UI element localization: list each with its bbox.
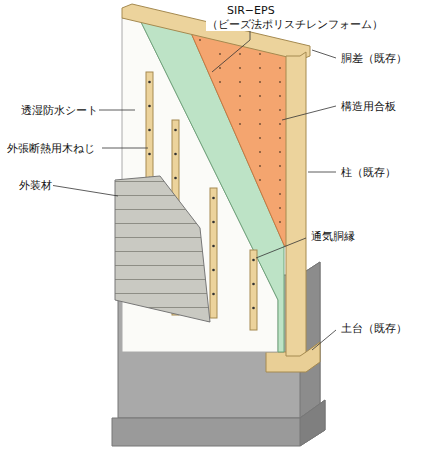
nail — [239, 109, 241, 111]
nail — [219, 81, 221, 83]
nail — [279, 137, 281, 139]
nail — [239, 53, 241, 55]
nail — [259, 53, 261, 55]
nail — [239, 95, 241, 97]
nail — [239, 67, 241, 69]
wood-screw — [212, 245, 215, 248]
wood-screw — [174, 129, 177, 132]
structural-plywood — [188, 26, 292, 250]
nail — [279, 109, 281, 111]
nail — [279, 67, 281, 69]
part-label: 土台（既存） — [340, 322, 408, 335]
nail — [279, 193, 281, 195]
part-label: 構造用合板 — [340, 100, 397, 113]
nail — [259, 123, 261, 125]
nail — [279, 165, 281, 167]
nail — [259, 81, 261, 83]
leader-line — [50, 24, 336, 350]
wood-screw — [148, 129, 151, 132]
part-label: SIR−EPS — [226, 4, 276, 17]
nail — [239, 123, 241, 125]
nail — [279, 151, 281, 153]
part-label: 外装材 — [18, 179, 53, 192]
wood-screw — [212, 197, 215, 200]
part-label: 通気胴縁 — [310, 230, 356, 243]
nail — [259, 95, 261, 97]
wood-screw — [252, 307, 255, 310]
wood-screw — [212, 269, 215, 272]
wood-screw — [252, 283, 255, 286]
nail — [259, 137, 261, 139]
wood-screw — [212, 293, 215, 296]
nail — [279, 95, 281, 97]
nail — [239, 81, 241, 83]
wood-screw — [252, 259, 255, 262]
part-label: 透湿防水シート — [20, 104, 99, 117]
column — [286, 52, 306, 356]
wood-screw — [148, 153, 151, 156]
wood-screw — [174, 153, 177, 156]
nail — [279, 221, 281, 223]
nail — [279, 81, 281, 83]
nail — [219, 67, 221, 69]
nail — [259, 67, 261, 69]
top-beam — [122, 4, 310, 60]
nail — [219, 53, 221, 55]
siding — [115, 176, 210, 322]
part-label: （ビーズ法ポリスチレンフォーム） — [206, 18, 384, 31]
nail — [279, 207, 281, 209]
nail — [279, 179, 281, 181]
wood-screw — [148, 105, 151, 108]
part-label: 外張断熱用木ねじ — [6, 142, 96, 155]
nail — [199, 39, 201, 41]
wood-screw — [174, 177, 177, 180]
nail — [259, 165, 261, 167]
nail — [279, 123, 281, 125]
part-label: 柱（既存） — [340, 166, 397, 179]
nail — [259, 109, 261, 111]
wood-screw — [148, 81, 151, 84]
part-label: 胴差（既存） — [340, 52, 408, 65]
nail — [259, 179, 261, 181]
nail — [259, 151, 261, 153]
wood-screw — [212, 221, 215, 224]
